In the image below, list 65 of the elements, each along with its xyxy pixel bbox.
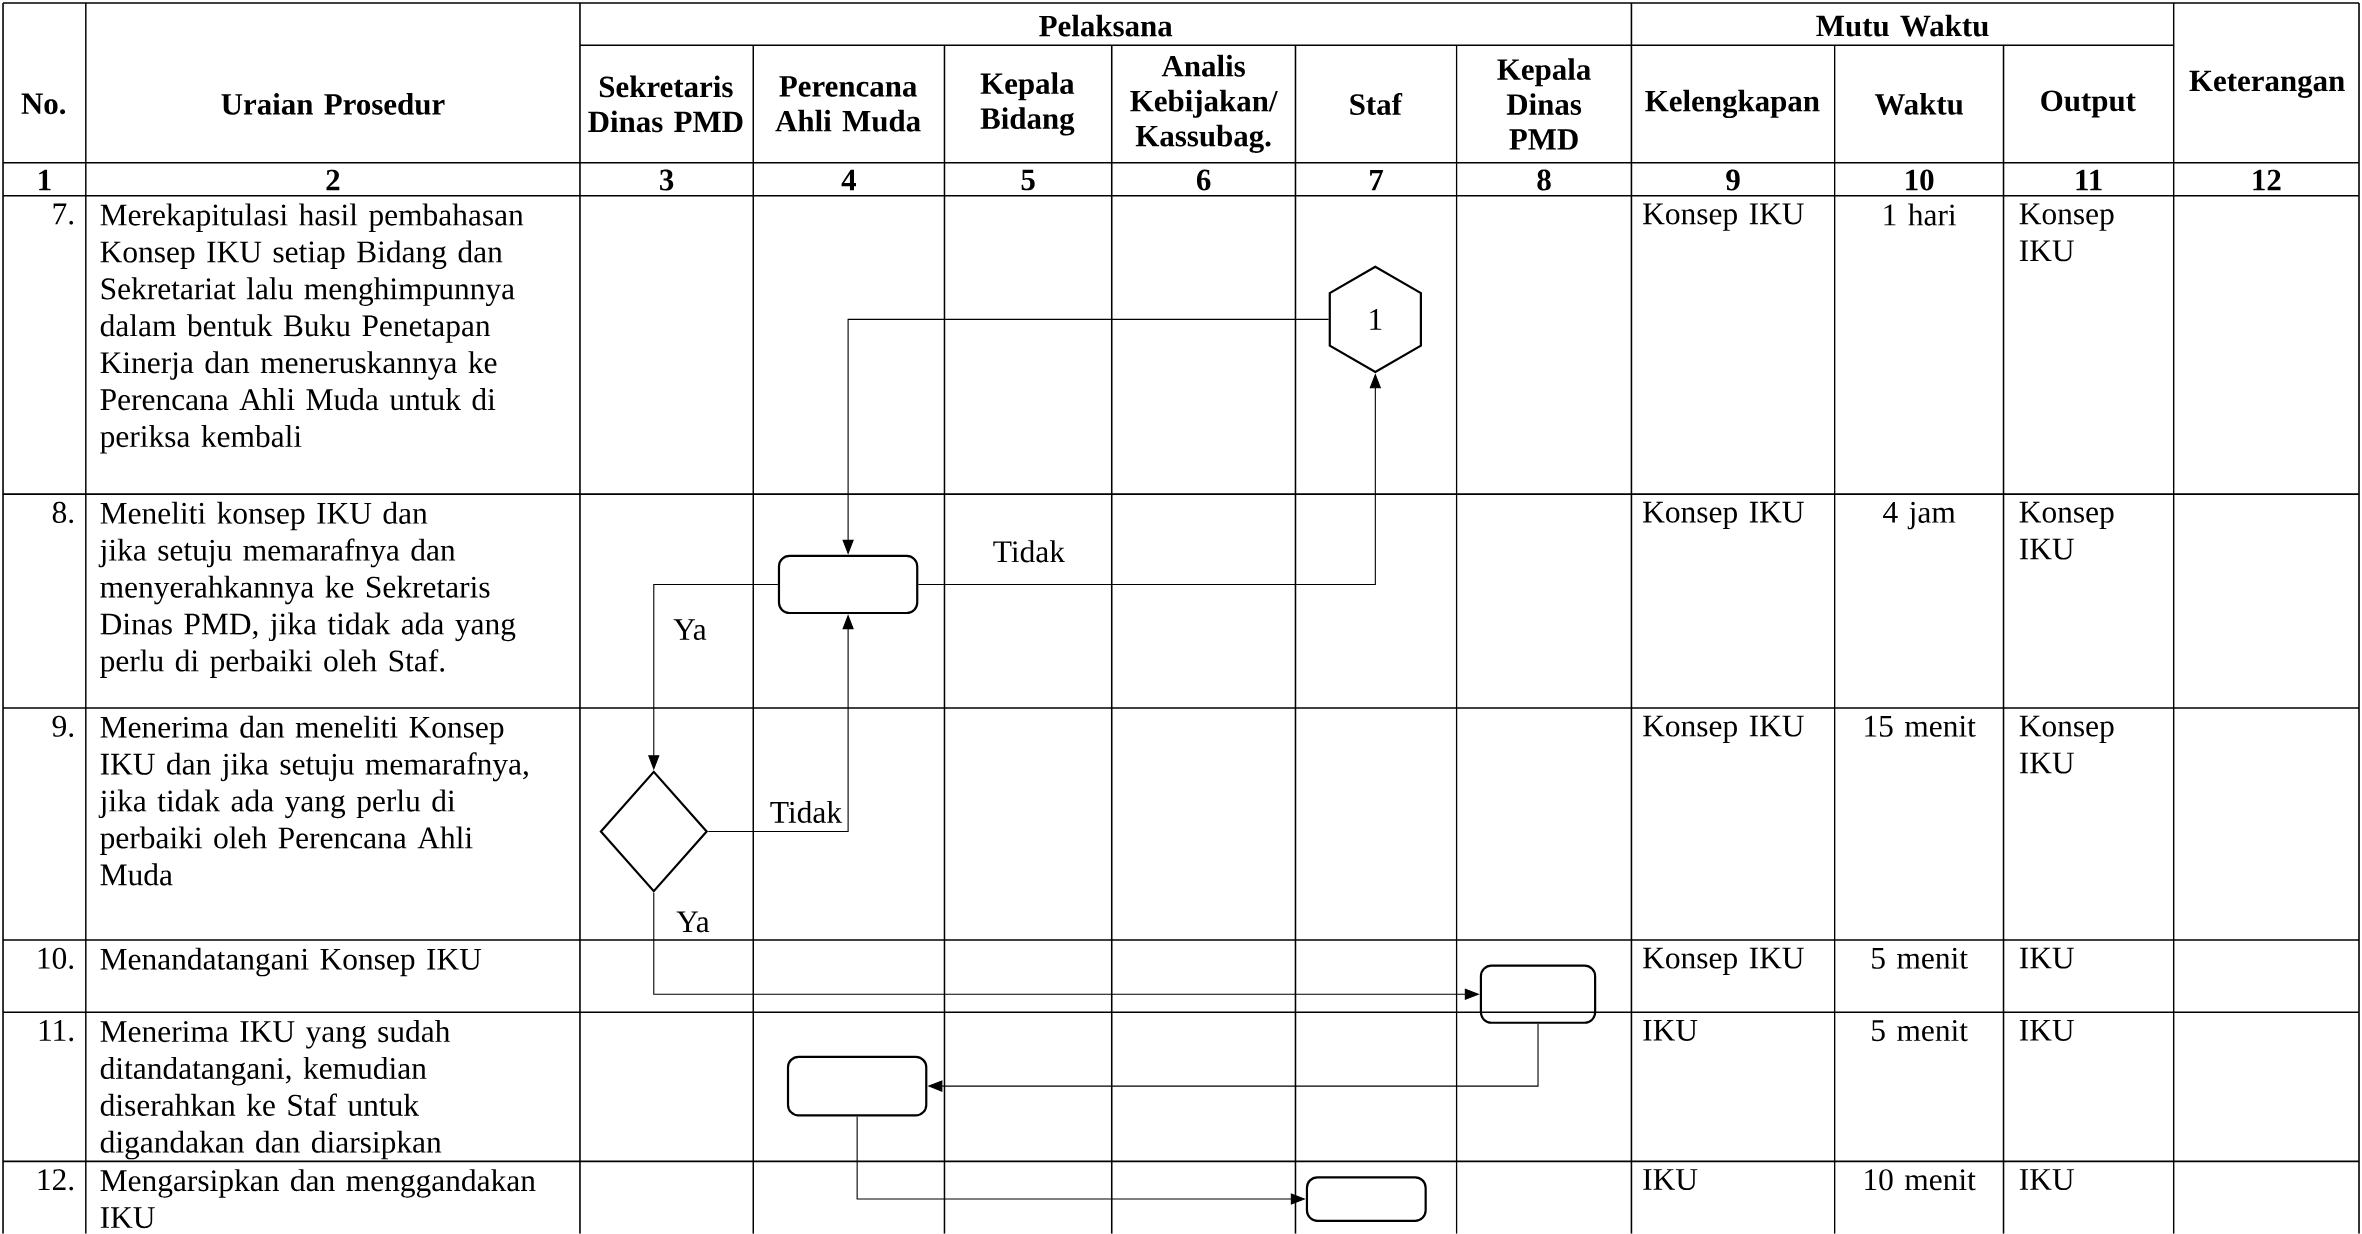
- row-number: 12.: [38, 1169, 74, 1191]
- row-number: 10.: [38, 947, 74, 970]
- column-header: Kelengkapan: [1645, 89, 1820, 119]
- column-header: Output: [2041, 90, 2136, 118]
- column-number: 1: [39, 169, 51, 191]
- table-text: IKU: [2019, 1020, 2074, 1042]
- process-box: [1305, 1176, 1427, 1223]
- table-text: IKU: [1643, 1020, 1698, 1042]
- procedure-text: Menandatangani Konsep IKU: [100, 947, 482, 977]
- edge-label: Ya: [675, 910, 711, 934]
- column-number: 2: [326, 169, 340, 191]
- column-header: Waktu: [1874, 93, 1963, 116]
- row-number: 9.: [52, 715, 74, 738]
- table-text: Konsep IKU: [1643, 947, 1804, 976]
- table-text: 10 menit: [1865, 1169, 1976, 1191]
- process-box: [777, 554, 919, 615]
- column-header: Mutu Waktu: [1816, 14, 1989, 37]
- column-header: Analis Kebijakan/ Kassubag.: [1130, 55, 1278, 154]
- procedure-text: Mengarsipkan dan menggandakan IKU: [100, 1169, 536, 1229]
- column-number: 6: [1196, 169, 1211, 191]
- column-header: Uraian Prosedur: [221, 93, 445, 115]
- table-text: 15 menit: [1865, 715, 1976, 737]
- column-number: 3: [660, 169, 674, 191]
- table-text: IKU: [1643, 1169, 1698, 1191]
- column-header: Perencana Ahli Muda: [775, 76, 921, 132]
- table-text: Konsep IKU: [2019, 203, 2114, 262]
- column-header: Keterangan: [2189, 70, 2345, 99]
- column-header: Kepala Dinas PMD: [1497, 58, 1591, 150]
- table-text: Konsep IKU: [2019, 715, 2114, 774]
- column-header: Sekretaris Dinas PMD: [588, 75, 743, 133]
- column-number: 4: [841, 169, 856, 191]
- table-text: 5 menit: [1872, 1020, 1968, 1042]
- column-number: 10: [1906, 169, 1934, 191]
- procedure-text: Meneliti konsep IKU dan jika setuju memarafnya dan menyerahkannya ke Sekretaris Dinas PMD, jika tidak ada yang perlu di perbaiki oleh Staf.: [98, 501, 516, 679]
- table-text: IKU: [2019, 1169, 2074, 1191]
- procedure-text: Menerima dan meneliti Konsep IKU dan jika setuju memarafnya, jika tidak ada yang perlu di perbaiki oleh Perencana Ahli Muda: [98, 715, 528, 886]
- column-header: No.: [21, 93, 66, 115]
- table-text: Konsep IKU: [2019, 501, 2114, 560]
- procedure-text: Menerima IKU yang sudah ditandatangani, kemudian diserahkan ke Staf untuk digandakan dan diarsipkan: [100, 1020, 450, 1160]
- row-number: 11.: [39, 1020, 74, 1042]
- table-text: 5 menit: [1872, 947, 1968, 969]
- table-text: Konsep IKU: [1643, 203, 1804, 231]
- column-number: 8: [1537, 169, 1551, 191]
- column-header: Staf: [1350, 93, 1403, 116]
- table-text: 4 jam: [1883, 501, 1956, 530]
- row-number: 7.: [53, 203, 74, 225]
- table-text: Konsep IKU: [1643, 501, 1804, 530]
- row-number: 8.: [52, 501, 74, 524]
- column-number: 7: [1370, 170, 1384, 191]
- column-number: 9: [1726, 169, 1740, 191]
- table-text: IKU: [2019, 947, 2074, 969]
- process-box: [1479, 964, 1597, 1024]
- process-box: [786, 1055, 928, 1117]
- edge-label: Ya: [672, 618, 708, 642]
- column-number: 12: [2253, 169, 2281, 191]
- column-number: 5: [1021, 169, 1035, 191]
- table-text: Konsep IKU: [1643, 715, 1804, 744]
- table-text: 1 hari: [1884, 203, 1957, 226]
- edge-label: Tidak: [768, 800, 843, 825]
- edge-label: Tidak: [991, 539, 1066, 564]
- column-header: Pelaksana: [1039, 14, 1173, 37]
- column-header: Kepala Bidang: [980, 72, 1075, 136]
- hexagon-connector: 1: [1328, 265, 1422, 374]
- procedure-text: Merekapitulasi hasil pembahasan Konsep IKU setiap Bidang dan Sekretariat lalu menghimpunnya dalam bentuk Buku Penetapan Kinerja dan meneruskannya ke Perencana Ahli Muda untuk di periksa kembali: [100, 203, 524, 454]
- column-number: 11: [2076, 169, 2102, 191]
